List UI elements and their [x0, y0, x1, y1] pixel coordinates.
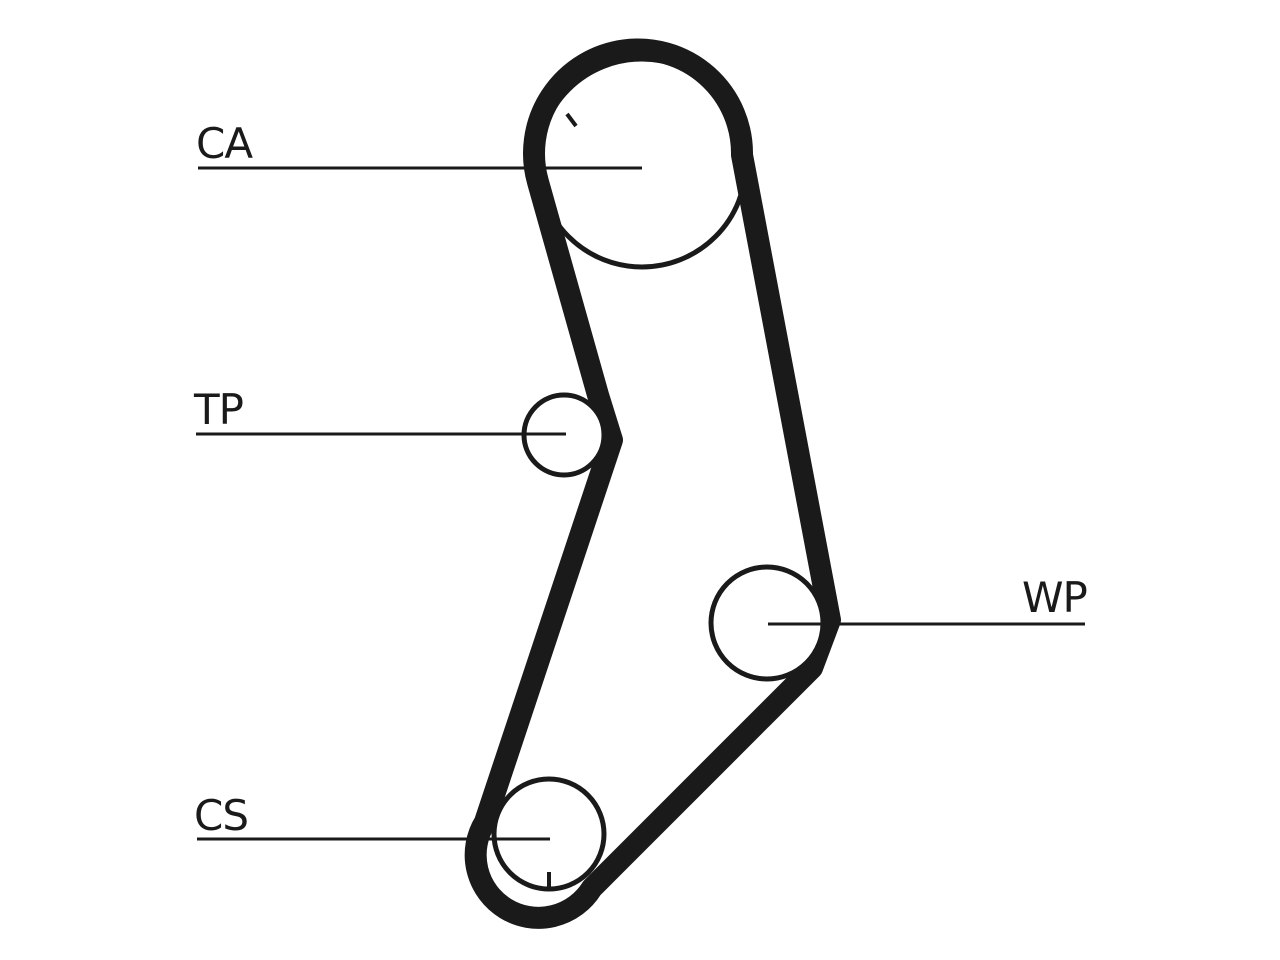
tensioner-label: TP: [193, 385, 243, 434]
camshaft-timing-mark: [565, 112, 578, 128]
camshaft-label: CA: [196, 119, 253, 168]
camshaft-pulley: [535, 56, 749, 270]
crankshaft-pulley: [491, 776, 607, 892]
crankshaft-label: CS: [194, 791, 248, 840]
water-pump-label: WP: [1022, 573, 1087, 622]
